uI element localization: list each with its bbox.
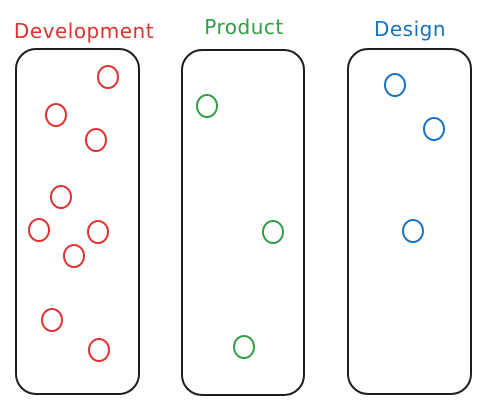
column-item — [45, 103, 67, 127]
column-item — [196, 94, 218, 118]
column-items-design — [384, 73, 445, 243]
column-title-product: Product — [204, 15, 283, 39]
column-item — [423, 117, 445, 141]
column-items-development — [28, 65, 119, 362]
column-box-design — [347, 48, 472, 395]
column-item — [85, 128, 107, 152]
column-item — [233, 335, 255, 359]
column-item — [97, 65, 119, 89]
column-item — [88, 338, 110, 362]
column-product: Product — [181, 15, 305, 396]
column-development: Development — [14, 19, 154, 395]
column-item — [384, 73, 406, 97]
column-item — [28, 218, 50, 242]
column-box-product — [181, 49, 305, 396]
column-item — [402, 219, 424, 243]
column-box-development — [15, 48, 140, 395]
column-item — [262, 220, 284, 244]
column-title-development: Development — [14, 19, 154, 43]
column-item — [50, 185, 72, 209]
column-item — [41, 308, 63, 332]
column-item — [63, 244, 85, 268]
column-title-design: Design — [374, 17, 446, 41]
column-items-product — [196, 94, 284, 359]
column-item — [87, 220, 109, 244]
column-design: Design — [347, 17, 472, 395]
